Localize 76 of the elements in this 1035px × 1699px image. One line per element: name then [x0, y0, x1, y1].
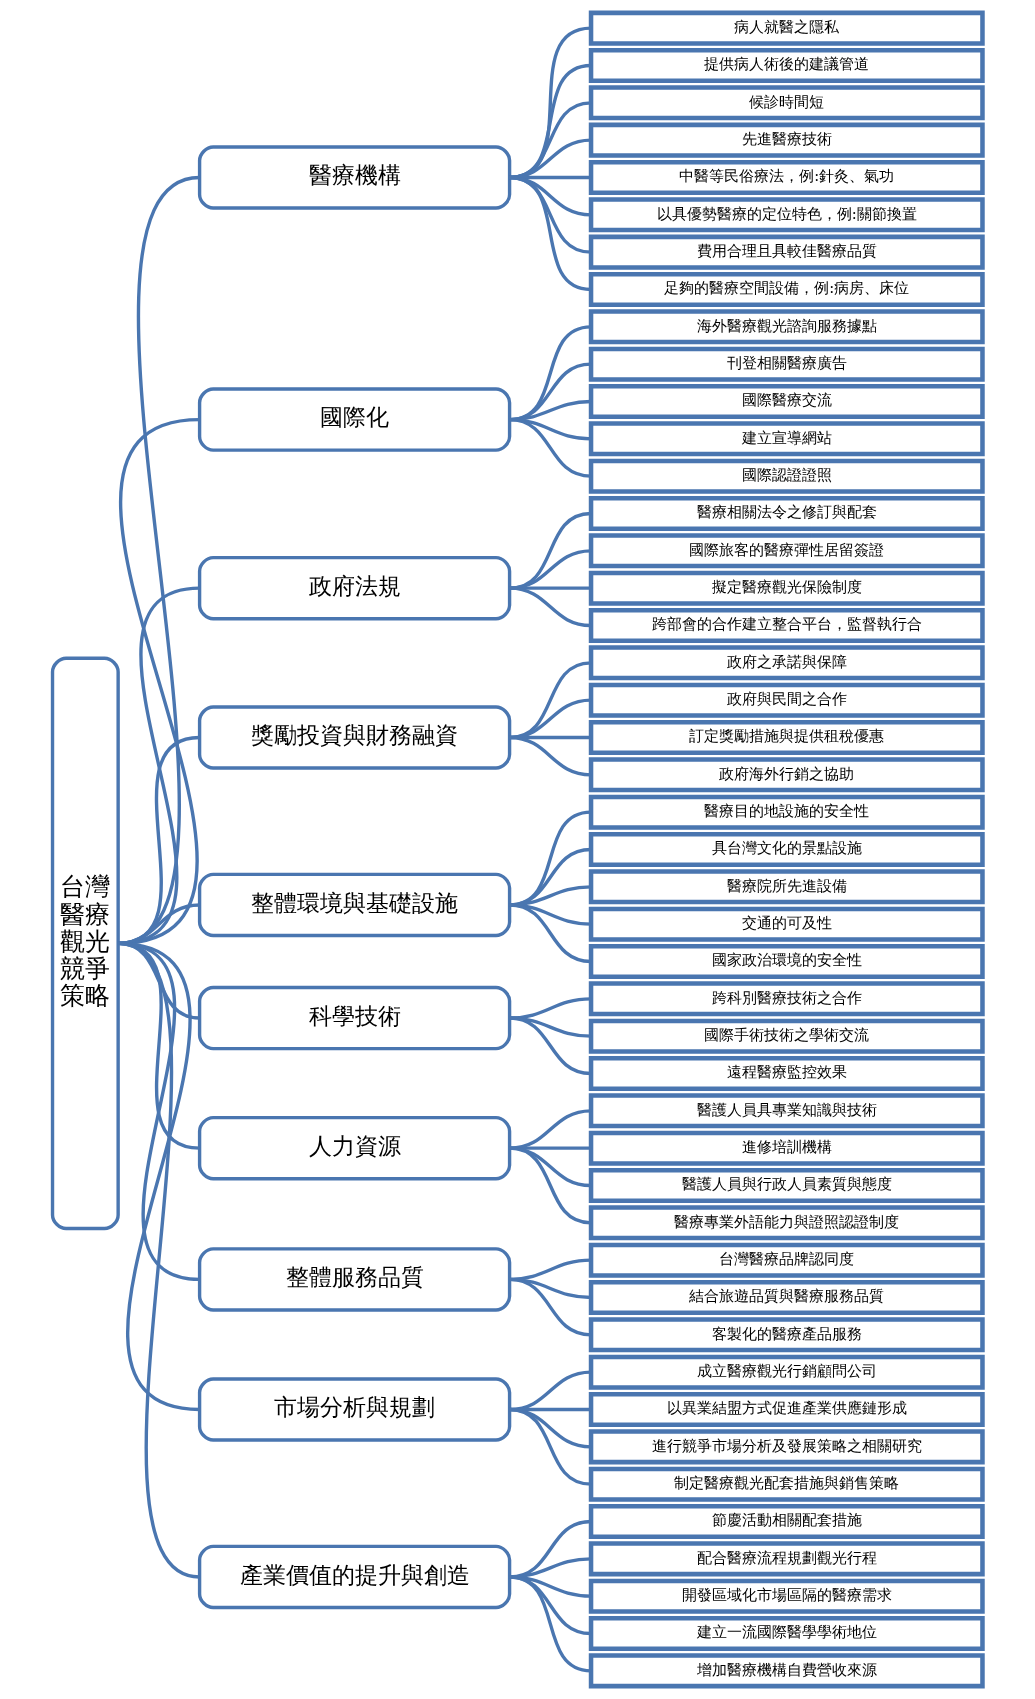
connector [509, 549, 592, 590]
node-box: 醫護人員與行政人員素質與態度 [588, 1167, 985, 1204]
node-box: 醫護人員具專業知識與技術 [588, 1093, 985, 1129]
connector [509, 511, 592, 590]
connector [117, 417, 200, 946]
node-box: 節慶活動相關配套措施 [588, 1503, 985, 1540]
connector [509, 735, 592, 777]
node-box: 刊登相關醫療廣告 [588, 346, 985, 382]
node-box: 醫療專業外語能力與證照認證制度 [588, 1205, 985, 1241]
node-box: 跨科別醫療技術之合作 [588, 981, 985, 1017]
node-box: 中醫等民俗療法，例:針灸、氣功 [588, 159, 985, 196]
node-box: 提供病人術後的建議管道 [588, 47, 985, 84]
connector [509, 1575, 592, 1673]
node-box: 醫療機構 [197, 145, 512, 210]
node-box: 開發區域化市場區隔的醫療需求 [588, 1578, 985, 1614]
connector [117, 941, 201, 1579]
node-box: 增加醫療機構自費營收來源 [588, 1653, 985, 1689]
node-box: 國際認證證照 [588, 458, 985, 494]
node-box: 國際手術技術之學術交流 [588, 1018, 985, 1054]
node-box: 政府與民間之合作 [588, 682, 985, 718]
node-box: 訂定獎勵措施與提供租稅優惠 [588, 719, 985, 756]
node-box: 人力資源 [197, 1115, 512, 1181]
node-box: 國際化 [197, 387, 512, 452]
node-box: 政府法規 [197, 555, 512, 621]
node-box: 海外醫療觀光諮詢服務據點 [588, 309, 985, 345]
node-box: 獎勵投資與財務融資 [197, 705, 512, 770]
node-box: 建立宣導網站 [588, 421, 985, 457]
node-box: 成立醫療觀光行銷顧問公司 [588, 1354, 985, 1390]
node-box: 台灣醫療觀光競爭策略 [50, 656, 120, 1231]
node-box: 產業價值的提升與創造 [197, 1544, 512, 1610]
node-box: 病人就醫之隱私 [588, 10, 985, 46]
node-box: 醫療院所先進設備 [588, 869, 985, 905]
connector [509, 586, 592, 590]
node-box: 足夠的醫療空間設備，例:病房、床位 [588, 271, 985, 308]
connector [509, 1016, 592, 1076]
node-box: 費用合理且具較佳醫療品質 [588, 234, 985, 270]
node-box: 進行競爭市場分析及發展策略之相關研究 [588, 1429, 985, 1465]
connector [509, 1146, 592, 1150]
node-box: 進修培訓機構 [588, 1130, 985, 1166]
node-box: 跨部會的合作建立整合平台，監督執行合 [588, 607, 985, 644]
connector [509, 1016, 592, 1038]
connector [509, 175, 592, 292]
node-box: 結合旅遊品質與醫療服務品質 [588, 1279, 985, 1316]
node-box: 整體服務品質 [197, 1247, 512, 1312]
connector [509, 1109, 592, 1150]
node-box: 先進醫療技術 [588, 122, 985, 158]
node-box: 候診時間短 [588, 85, 985, 121]
node-box: 醫療相關法令之修訂與配套 [588, 495, 985, 532]
node-box: 交通的可及性 [588, 906, 985, 942]
node-box: 遠程醫療監控效果 [588, 1055, 985, 1092]
node-box: 醫療目的地設施的安全性 [588, 794, 985, 830]
node-box: 配合醫療流程規劃觀光行程 [588, 1541, 985, 1577]
node-box: 台灣醫療品牌認同度 [588, 1242, 985, 1278]
connector [509, 1146, 592, 1188]
connector [117, 175, 201, 945]
node-box: 建立一流國際醫學學術地位 [588, 1615, 985, 1652]
node-box: 擬定醫療觀光保險制度 [588, 570, 985, 606]
connector [509, 1146, 592, 1225]
node-box: 國際醫療交流 [588, 383, 985, 420]
node-box: 政府海外行銷之協助 [588, 757, 985, 793]
connector [509, 903, 592, 964]
connector [509, 586, 592, 628]
connector [509, 1277, 592, 1337]
node-box: 以異業結盟方式促進產業供應鏈形成 [588, 1391, 985, 1428]
node-box: 具台灣文化的景點設施 [588, 831, 985, 868]
node-box: 客製化的醫療產品服務 [588, 1317, 985, 1353]
node-box: 國際旅客的醫療彈性居留簽證 [588, 533, 985, 569]
node-box: 制定醫療觀光配套措施與銷售策略 [588, 1466, 985, 1502]
connector [509, 1407, 592, 1486]
node-box: 國家政治環境的安全性 [588, 943, 985, 980]
node-box: 市場分析與規劃 [197, 1377, 512, 1442]
node-box: 整體環境與基礎設施 [197, 872, 512, 938]
node-box: 政府之承諾與保障 [588, 645, 985, 681]
connector [509, 417, 592, 478]
node-box: 以具優勢醫療的定位特色，例:關節換置 [588, 197, 985, 233]
node-box: 科學技術 [197, 985, 512, 1051]
